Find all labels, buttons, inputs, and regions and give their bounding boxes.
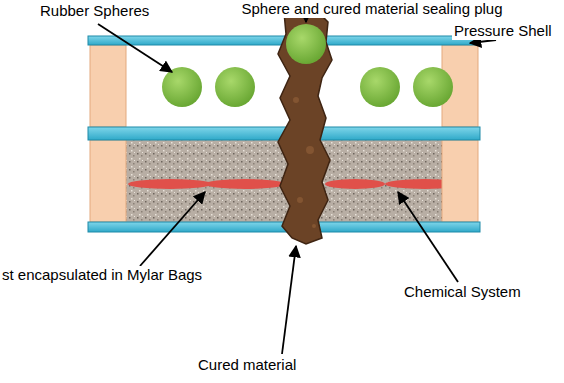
part-label: Sphere and cured material sealing plug	[240, 0, 505, 18]
sealing-sphere	[286, 24, 326, 64]
part-label: Rubber Spheres	[38, 2, 151, 20]
leader-lines	[98, 21, 496, 354]
cured-material	[278, 8, 332, 244]
part-label: Cured material	[196, 356, 298, 374]
part-label: Pressure Shell	[452, 22, 554, 40]
part-label: st encapsulated in Mylar Bags	[0, 266, 204, 284]
part-label: Chemical System	[402, 283, 523, 301]
